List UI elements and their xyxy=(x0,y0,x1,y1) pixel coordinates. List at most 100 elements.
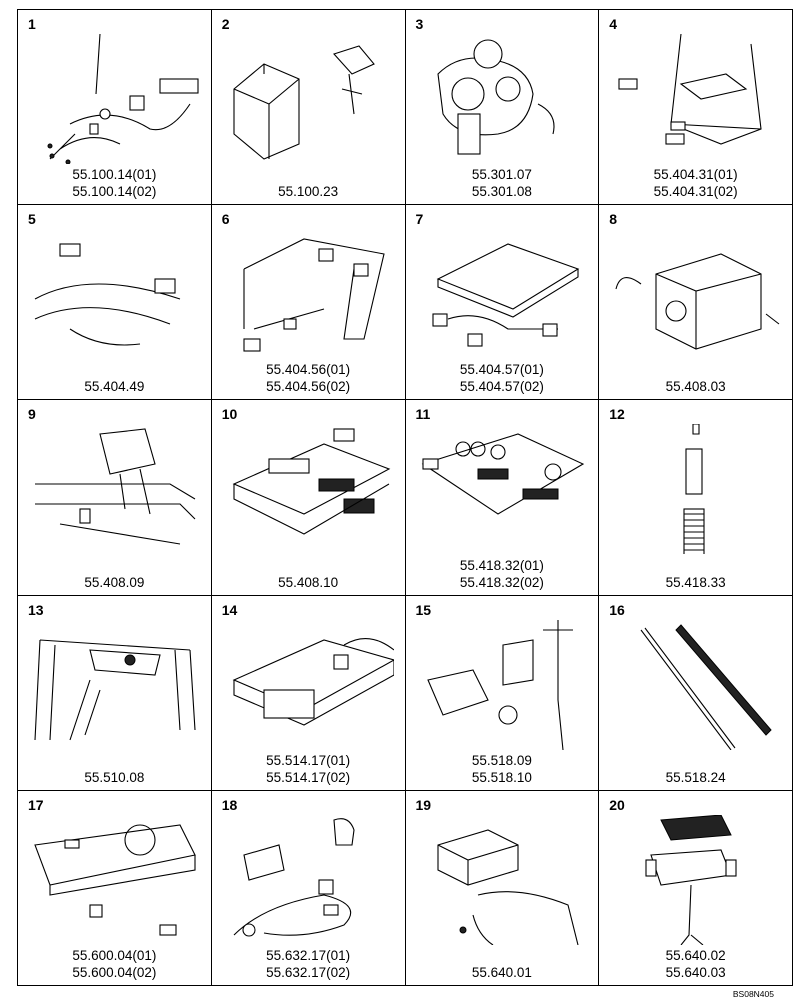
part-cell-8[interactable]: 8 55.408.03 xyxy=(599,205,793,401)
cell-number: 17 xyxy=(28,796,44,813)
part-code[interactable]: 55.632.17(01) xyxy=(266,947,351,963)
part-code[interactable]: 55.301.08 xyxy=(471,184,532,200)
cell-number: 2 xyxy=(221,16,230,32)
part-cell-16[interactable]: 16 55.518.24 xyxy=(599,595,793,791)
cell-number: 18 xyxy=(221,796,238,813)
part-cell-12[interactable]: 12 55.418.33 xyxy=(599,400,793,596)
part-codes: 55.404.56(01)55.404.56(02) xyxy=(212,361,405,395)
part-code[interactable]: 55.100.14(01) xyxy=(72,167,157,183)
cell-number: 1 xyxy=(28,16,36,32)
part-cell-11[interactable]: 11 55.418.32(01)55.418.32(02) xyxy=(405,400,600,596)
cab-pillar-lamps-illustration xyxy=(611,33,781,164)
part-codes: 55.632.17(01)55.632.17(02) xyxy=(212,947,405,981)
part-cell-9[interactable]: 9 55.408.09 xyxy=(18,400,212,596)
engine-alternator-illustration xyxy=(418,34,588,164)
horn-panel-illustration xyxy=(30,815,200,945)
part-codes: 55.518.24 xyxy=(599,769,792,786)
part-code[interactable]: 55.404.56(01) xyxy=(266,362,351,378)
part-code[interactable]: 55.518.10 xyxy=(471,769,532,785)
part-code[interactable]: 55.404.31(02) xyxy=(653,184,738,200)
part-cell-4[interactable]: 4 55.404.31(01)55.404.31(02) xyxy=(599,10,793,206)
cell-number: 15 xyxy=(415,601,432,618)
part-code[interactable]: 55.640.01 xyxy=(471,964,532,980)
cell-number: 5 xyxy=(28,211,36,228)
cab-frame-harness-illustration xyxy=(224,229,394,359)
part-codes: 55.100.23 xyxy=(212,183,405,200)
part-code[interactable]: 55.418.32(01) xyxy=(459,557,544,573)
part-cell-14[interactable]: 14 55.514.17(01)55.514.17(02) xyxy=(211,595,406,791)
part-code[interactable]: 55.404.56(02) xyxy=(266,379,351,395)
figure-reference: BS08N405 xyxy=(732,989,774,999)
roof-beacon-illustration xyxy=(224,620,396,750)
part-code[interactable]: 55.100.23 xyxy=(278,184,339,200)
part-cell-18[interactable]: 18 55.632.17(01)55.632.17(02) xyxy=(211,790,406,986)
part-code[interactable]: 55.600.04(01) xyxy=(72,947,157,963)
cell-number: 16 xyxy=(609,601,625,618)
cell-number: 14 xyxy=(221,601,238,618)
cab-wiper-frame-illustration xyxy=(30,620,200,750)
part-code[interactable]: 55.408.10 xyxy=(278,574,339,590)
part-code[interactable]: 55.518.24 xyxy=(665,769,726,785)
cover-housing-illustration xyxy=(611,229,781,359)
part-codes: 55.404.49 xyxy=(18,378,211,395)
part-codes: 55.408.10 xyxy=(212,574,405,591)
part-code[interactable]: 55.404.49 xyxy=(84,379,145,395)
part-codes: 55.404.57(01)55.404.57(02) xyxy=(406,361,599,395)
part-cell-13[interactable]: 13 55.510.08 xyxy=(18,595,212,791)
part-code[interactable]: 55.632.17(02) xyxy=(266,964,351,980)
part-code[interactable]: 55.404.57(02) xyxy=(459,379,544,395)
cell-number: 9 xyxy=(28,406,36,423)
part-code[interactable]: 55.404.57(01) xyxy=(459,362,544,378)
part-codes: 55.418.32(01)55.418.32(02) xyxy=(406,557,599,591)
part-code[interactable]: 55.510.08 xyxy=(84,769,145,785)
cell-number: 13 xyxy=(28,601,44,618)
part-cell-10[interactable]: 10 55.408.10 xyxy=(211,400,406,596)
cell-number: 12 xyxy=(609,406,625,423)
wiring-harness-illustration xyxy=(30,33,200,165)
cell-number: 11 xyxy=(415,406,431,423)
part-codes: 55.408.09 xyxy=(18,574,211,591)
roof-panel-harness-illustration xyxy=(418,229,588,359)
cell-number: 3 xyxy=(415,16,424,32)
part-cell-19[interactable]: 19 55.640.01 xyxy=(405,790,600,986)
part-cell-5[interactable]: 5 55.404.49 xyxy=(18,205,212,401)
fender-lamps-illustration xyxy=(30,229,200,359)
cell-number: 8 xyxy=(609,211,618,228)
switch-panel-illustration xyxy=(224,424,394,554)
part-codes: 55.600.04(01)55.600.04(02) xyxy=(18,947,211,981)
part-cell-2[interactable]: 2 55.100.23 xyxy=(211,10,406,206)
part-code[interactable]: 55.514.17(01) xyxy=(266,752,351,768)
part-code[interactable]: 55.404.31(01) xyxy=(653,167,738,183)
part-code[interactable]: 55.408.09 xyxy=(84,574,145,590)
cell-number: 10 xyxy=(221,406,238,423)
part-code[interactable]: 55.518.09 xyxy=(471,752,532,768)
part-code[interactable]: 55.408.03 xyxy=(665,379,726,395)
part-codes: 55.418.33 xyxy=(599,574,792,591)
cell-number: 19 xyxy=(415,796,432,813)
part-code[interactable]: 55.418.33 xyxy=(665,574,726,590)
part-codes: 55.404.31(01)55.404.31(02) xyxy=(599,166,792,200)
sensor-sleeve-spring-illustration xyxy=(611,423,781,570)
part-cell-7[interactable]: 7 55.404.57(01)55.404.57(02) xyxy=(405,205,600,401)
part-cell-17[interactable]: 17 55.600.04(01)55.600.04(02) xyxy=(18,790,212,986)
cell-number: 6 xyxy=(221,211,230,228)
cell-number: 20 xyxy=(609,796,625,813)
part-code[interactable]: 55.418.32(02) xyxy=(459,574,544,590)
part-code[interactable]: 55.640.02 xyxy=(665,947,726,963)
radio-speaker-mount-illustration xyxy=(611,814,781,946)
part-code[interactable]: 55.600.04(02) xyxy=(72,964,157,980)
part-cell-6[interactable]: 6 55.404.56(01)55.404.56(02) xyxy=(211,205,406,401)
part-cell-1[interactable]: 1 55.100.14(01)55.100.14(02) xyxy=(18,10,212,206)
part-code[interactable]: 55.514.17(02) xyxy=(266,769,351,785)
part-codes: 55.514.17(01)55.514.17(02) xyxy=(212,752,405,786)
part-code[interactable]: 55.100.14(02) xyxy=(72,184,157,200)
wiper-blade-illustration xyxy=(611,620,781,750)
part-code[interactable]: 55.301.07 xyxy=(471,167,532,183)
part-code[interactable]: 55.640.03 xyxy=(665,964,726,980)
